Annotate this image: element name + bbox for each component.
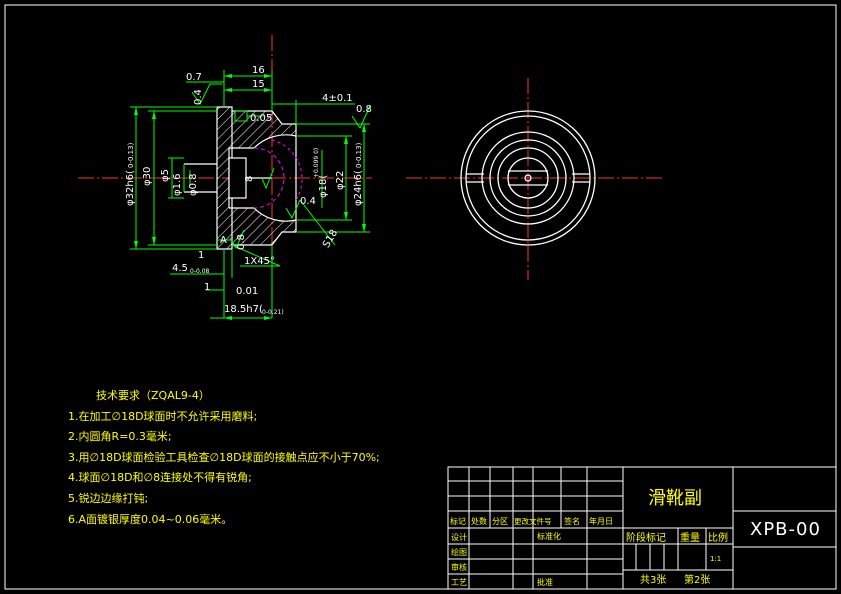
- dim-0-7: 0.7: [186, 72, 202, 83]
- role-check: 审核: [451, 562, 467, 572]
- dim-4-5: 4.5: [172, 263, 188, 274]
- dim-0-05: 0.05: [250, 113, 272, 124]
- sheets-total: 共3张: [640, 574, 666, 586]
- rev-header-count: 处数: [471, 516, 487, 526]
- scale-label: 比例: [708, 531, 728, 544]
- weight-label: 重量: [680, 531, 700, 544]
- dim-one-bottom: 1: [204, 282, 210, 293]
- dim-phi18: φ18(: [318, 175, 329, 198]
- note-item: 3.用∅18D球面检验工具检查∅18D球面的接触点应不小于70%;: [68, 450, 380, 464]
- note-item: 2.内圆角R=0.3毫米;: [68, 430, 172, 444]
- end-view: [406, 78, 662, 280]
- note-item: 1.在加工∅18D球面时不允许采用磨料;: [68, 409, 258, 423]
- rough-0-8-bottom: 0.8: [236, 234, 247, 250]
- section-hatch: [217, 107, 296, 249]
- note-item: 6.A面镀银厚度0.04~0.06毫米。: [68, 512, 233, 526]
- dim-phi30: φ30: [142, 167, 153, 186]
- dim-18-5: 18.5h7(: [224, 304, 263, 315]
- dim-15: 15: [252, 79, 265, 90]
- role-process: 工艺: [451, 578, 467, 587]
- rev-header-mark: 标记: [450, 516, 466, 526]
- dim-phi0-8: φ0.8: [188, 174, 199, 197]
- drawing-border: [4, 4, 837, 590]
- drawing-number: XPB-00: [750, 519, 821, 540]
- dim-phi24-tol: 0-0.13): [355, 142, 363, 168]
- dim-phi32-tol: 0-0.13): [127, 142, 135, 168]
- role-draw: 绘图: [451, 547, 467, 557]
- dim-0-01: 0.01: [236, 286, 258, 297]
- dim-18-5-tol: 0-0.21): [262, 309, 284, 316]
- rough-0-4-sphere: 0.4: [300, 196, 316, 207]
- dim-phi24: φ24h6(: [353, 170, 364, 206]
- rev-header-docno: 更改文件号: [514, 516, 552, 526]
- dim-chamfer: 1X45°: [244, 256, 275, 267]
- note-item: 5.锐边边缘打钝;: [68, 491, 149, 505]
- rough-0-8-top: 0.8: [356, 104, 372, 115]
- dim-1: 1: [198, 250, 204, 261]
- dim-4-5-tol: 0-0.08: [190, 268, 210, 275]
- dim-16: 16: [252, 65, 265, 76]
- stage-label: 阶段标记: [626, 531, 666, 544]
- sheet-number: 第2张: [684, 573, 710, 586]
- dim-8: 8: [244, 176, 255, 182]
- section-view: 16 15 0.7 0.05 4±0.1 0.8 0.4 φ32h6( 0-0.…: [78, 35, 372, 320]
- title-block: [447, 466, 837, 590]
- dim-phi32: φ32h6(: [125, 170, 136, 206]
- rev-header-zone: 分区: [492, 517, 508, 526]
- approve-label: 批准: [537, 577, 553, 587]
- notes-title: 技术要求（ZQAL9-4）: [96, 389, 210, 402]
- rough-0-4-left: 0.4: [193, 89, 204, 105]
- dim-phi18-tol: +0.099 0): [313, 148, 320, 178]
- technical-notes: 技术要求（ZQAL9-4） 1.在加工∅18D球面时不允许采用磨料; 2.内圆角…: [68, 386, 380, 530]
- part-name: 滑靴副: [648, 488, 702, 509]
- rev-header-date: 年月日: [589, 516, 613, 526]
- note-item: 4.球面∅18D和∅8连接处不得有锐角;: [68, 471, 252, 485]
- standardize-label: 标准化: [537, 531, 561, 541]
- dim-4: 4±0.1: [322, 93, 353, 104]
- role-design: 设计: [451, 532, 467, 542]
- scale-value: 1:1: [710, 555, 721, 563]
- rev-header-sign: 签名: [564, 516, 580, 526]
- dim-phi22: φ22: [335, 171, 346, 190]
- label-a: A: [220, 235, 227, 246]
- dim-phi5: φ5: [160, 169, 171, 182]
- dim-phi1-6: φ1.6: [172, 174, 183, 197]
